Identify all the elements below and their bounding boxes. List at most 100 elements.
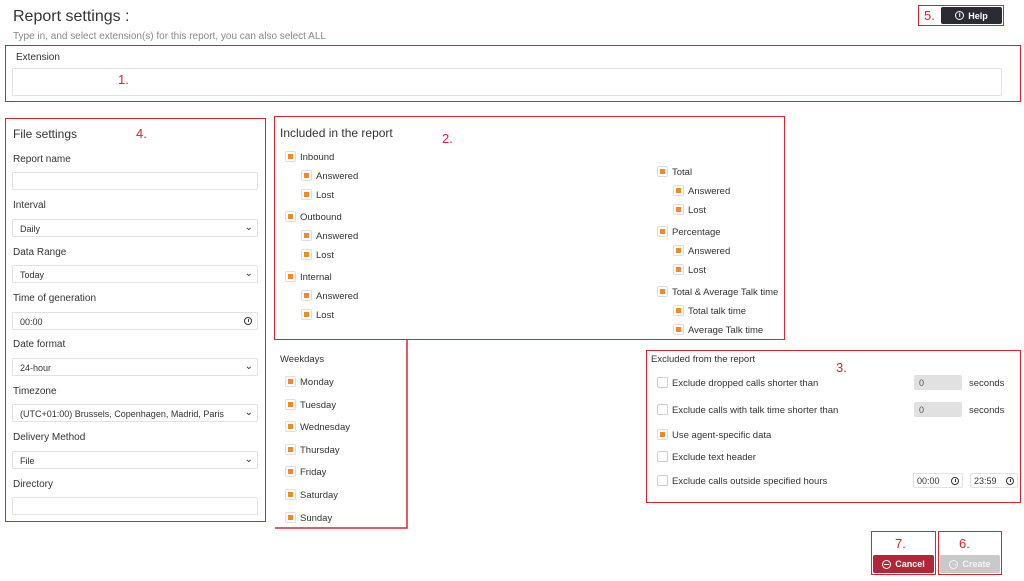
arrow-right-circle-icon: →: [949, 559, 959, 569]
included-title: Included in the report: [280, 126, 393, 140]
interval-select[interactable]: Daily ⌄: [12, 219, 258, 237]
hours-from-input[interactable]: 00:00: [913, 473, 963, 488]
timezone-select[interactable]: (UTC+01:00) Brussels, Copenhagen, Madrid…: [12, 404, 258, 422]
checkbox-monday[interactable]: [285, 376, 296, 387]
date-format-value: 24-hour: [20, 363, 52, 373]
exclude-talk-label: Exclude calls with talk time shorter tha…: [672, 405, 839, 416]
tuesday-label: Tuesday: [300, 400, 337, 411]
hours-to-value: 23:59: [974, 476, 997, 486]
report-name-label: Report name: [13, 154, 71, 165]
internal-lost-label: Lost: [316, 310, 334, 321]
agent-data-label: Use agent-specific data: [672, 430, 772, 441]
checkbox-friday[interactable]: [285, 466, 296, 477]
checkbox-total-answered[interactable]: [673, 185, 684, 196]
checkbox-percentage-answered[interactable]: [673, 245, 684, 256]
checkbox-thursday[interactable]: [285, 444, 296, 455]
exclude-dropped-label: Exclude dropped calls shorter than: [672, 378, 819, 389]
checkbox-tuesday[interactable]: [285, 399, 296, 410]
timezone-value: (UTC+01:00) Brussels, Copenhagen, Madrid…: [20, 409, 224, 419]
sunday-label: Sunday: [300, 513, 333, 524]
checkbox-inbound-answered[interactable]: [301, 170, 312, 181]
total-talk-time-label: Total talk time: [688, 306, 747, 317]
chevron-down-icon: ⌄: [244, 222, 253, 233]
cancel-button[interactable]: Cancel: [873, 555, 934, 573]
file-settings-title: File settings: [13, 127, 78, 141]
checkbox-inbound[interactable]: [285, 151, 296, 162]
delivery-value: File: [20, 456, 35, 466]
checkbox-internal-answered[interactable]: [301, 290, 312, 301]
data-range-select[interactable]: Today ⌄: [12, 265, 258, 283]
info-icon: i: [955, 11, 965, 20]
dropped-seconds-input[interactable]: 0: [914, 375, 962, 390]
time-input[interactable]: 00:00: [12, 312, 258, 330]
checkbox-exclude-dropped[interactable]: [657, 377, 668, 388]
marker-2: 2.: [442, 131, 453, 146]
marker-box-1: [5, 45, 1021, 102]
date-format-select[interactable]: 24-hour ⌄: [12, 358, 258, 376]
checkbox-percentage-lost[interactable]: [673, 264, 684, 275]
checkbox-percentage[interactable]: [657, 226, 668, 237]
outbound-label: Outbound: [300, 212, 342, 223]
outbound-lost-label: Lost: [316, 250, 334, 261]
checkbox-total[interactable]: [657, 166, 668, 177]
outbound-answered-label: Answered: [316, 231, 359, 242]
inbound-label: Inbound: [300, 152, 335, 163]
percentage-label: Percentage: [672, 227, 721, 238]
checkbox-exclude-talk[interactable]: [657, 404, 668, 415]
create-label: Create: [962, 559, 991, 569]
talk-seconds-input[interactable]: 0: [914, 402, 962, 417]
saturday-label: Saturday: [300, 490, 339, 501]
date-format-label: Date format: [13, 339, 66, 350]
hours-from-value: 00:00: [917, 476, 940, 486]
checkbox-average-talk-time[interactable]: [673, 324, 684, 335]
create-button[interactable]: → Create: [940, 555, 1000, 573]
checkbox-agent-data[interactable]: [657, 429, 668, 440]
dropped-unit: seconds: [969, 378, 1005, 389]
chevron-down-icon: ⌄: [244, 361, 253, 372]
marker-4: 4.: [136, 126, 147, 141]
time-value: 00:00: [20, 317, 43, 327]
marker-box-3: [646, 350, 1021, 503]
checkbox-wednesday[interactable]: [285, 421, 296, 432]
weekdays-outline: [275, 340, 408, 529]
checkbox-internal[interactable]: [285, 271, 296, 282]
help-label: Help: [968, 10, 988, 21]
checkbox-total-talk-time[interactable]: [673, 305, 684, 316]
checkbox-talk-time[interactable]: [657, 286, 668, 297]
total-answered-label: Answered: [688, 186, 731, 197]
marker-5: 5.: [924, 8, 935, 23]
page-subtitle: Type in, and select extension(s) for thi…: [13, 31, 326, 42]
minus-circle-icon: [882, 559, 892, 569]
directory-label: Directory: [13, 479, 54, 490]
report-name-input[interactable]: [12, 172, 258, 190]
hours-to-input[interactable]: 23:59: [970, 473, 1018, 488]
interval-label: Interval: [13, 200, 46, 211]
total-lost-label: Lost: [688, 205, 706, 216]
checkbox-text-header[interactable]: [657, 451, 668, 462]
monday-label: Monday: [300, 377, 334, 388]
checkbox-internal-lost[interactable]: [301, 309, 312, 320]
extension-input[interactable]: [12, 68, 1002, 96]
marker-box-7: [871, 531, 936, 575]
checkbox-outbound-answered[interactable]: [301, 230, 312, 241]
inbound-lost-label: Lost: [316, 190, 334, 201]
checkbox-outbound-lost[interactable]: [301, 249, 312, 260]
directory-input[interactable]: [12, 497, 258, 515]
marker-box-2: [274, 116, 785, 340]
checkbox-saturday[interactable]: [285, 489, 296, 500]
checkbox-outside-hours[interactable]: [657, 475, 668, 486]
checkbox-sunday[interactable]: [285, 512, 296, 523]
checkbox-inbound-lost[interactable]: [301, 189, 312, 200]
delivery-label: Delivery Method: [13, 432, 86, 443]
marker-6: 6.: [959, 536, 970, 551]
friday-label: Friday: [300, 467, 327, 478]
chevron-down-icon: ⌄: [244, 407, 253, 418]
chevron-down-icon: ⌄: [244, 268, 253, 279]
checkbox-total-lost[interactable]: [673, 204, 684, 215]
checkbox-outbound[interactable]: [285, 211, 296, 222]
inbound-answered-label: Answered: [316, 171, 359, 182]
cancel-label: Cancel: [895, 559, 925, 569]
help-button[interactable]: i Help: [941, 7, 1002, 24]
delivery-select[interactable]: File ⌄: [12, 451, 258, 469]
extension-label: Extension: [16, 52, 60, 63]
